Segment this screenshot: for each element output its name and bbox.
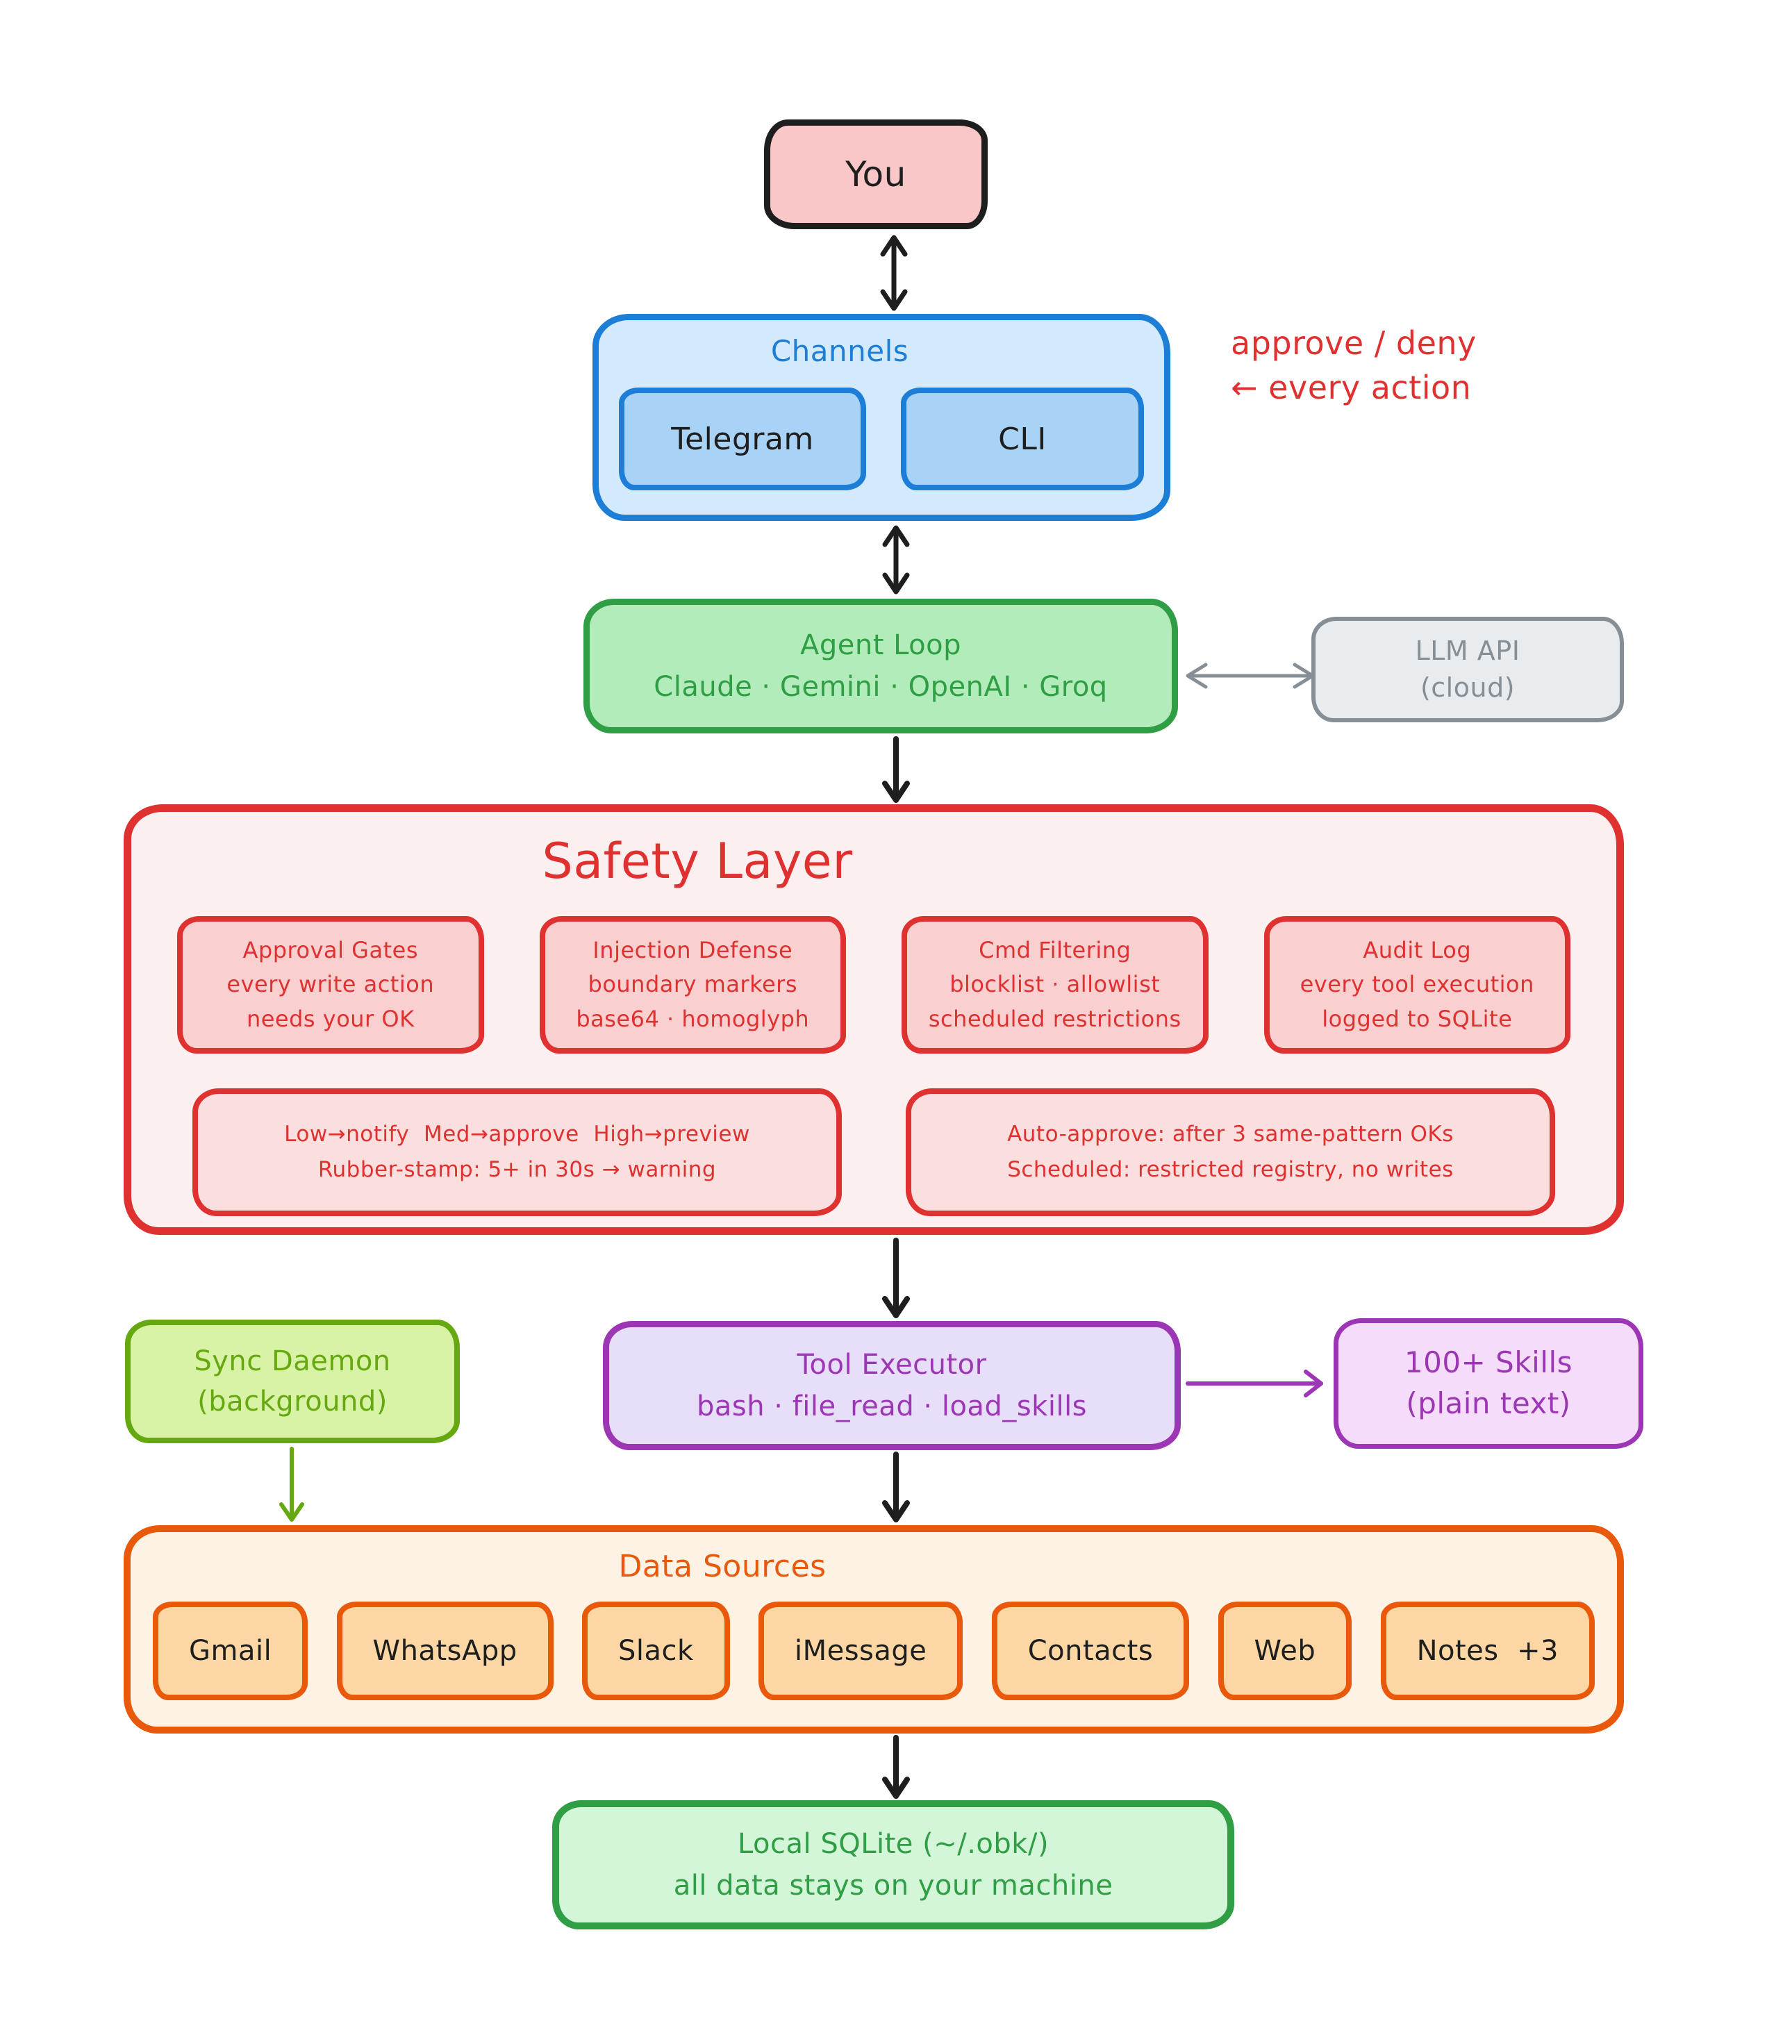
card-line: every tool execution [1300,971,1534,998]
safety-card-injection-defense: Injection Defense boundary markers base6… [539,916,846,1054]
card-line: Approval Gates [242,936,418,963]
data-sources-row: Gmail WhatsApp Slack iMessage Contacts W… [153,1602,1595,1700]
skills-line-2: (plain text) [1406,1386,1571,1420]
card-line: every write action [226,971,435,998]
safety-notes-row: Low→notify Med→approve High→preview Rubb… [131,1088,1616,1216]
data-source-chip-label: Slack [617,1635,694,1667]
arrow-agent-llm [1181,654,1320,697]
sync-daemon-line-2: (background) [197,1386,388,1418]
channel-item-telegram-label: Telegram [671,421,814,457]
llm-api-node: LLM API (cloud) [1311,617,1624,722]
safety-note-auto-approve: Auto-approve: after 3 same-pattern OKs S… [906,1088,1555,1216]
safety-cards-row: Approval Gates every write action needs … [131,916,1616,1054]
card-line: needs your OK [246,1005,415,1032]
tool-executor-subtitle: bash · file_read · load_skills [696,1390,1088,1422]
data-source-chip-label: iMessage [794,1635,927,1667]
card-line: Audit Log [1363,936,1472,963]
annotation-approve-deny: approve / deny ← every action [1231,321,1592,410]
safety-layer-node: Safety Layer Approval Gates every write … [124,804,1624,1235]
you-node: You [764,119,988,229]
agent-loop-title: Agent Loop [799,629,962,661]
card-line: blocklist · allowlist [949,971,1161,998]
tool-executor-title: Tool Executor [797,1349,987,1381]
data-source-chip-label: Notes +3 [1416,1635,1559,1667]
data-source-chip-slack: Slack [581,1602,730,1700]
data-source-chip-label: Gmail [189,1635,272,1667]
channel-item-cli-label: CLI [998,421,1047,457]
annotation-line-1: approve / deny [1231,324,1477,362]
card-line: scheduled restrictions [928,1005,1181,1032]
safety-card-audit-log: Audit Log every tool execution logged to… [1263,916,1570,1054]
channel-item-cli: CLI [901,388,1144,490]
arrow-sync-data [271,1446,313,1525]
note-line: Rubber-stamp: 5+ in 30s → warning [317,1157,717,1182]
card-line: logged to SQLite [1322,1005,1513,1032]
data-source-chip-whatsapp: WhatsApp [336,1602,554,1700]
data-source-chip-gmail: Gmail [153,1602,308,1700]
data-source-chip-contacts: Contacts [991,1602,1190,1700]
agent-loop-node: Agent Loop Claude · Gemini · OpenAI · Gr… [583,599,1178,733]
data-source-chip-notes: Notes +3 [1380,1602,1595,1700]
llm-api-line-1: LLM API [1415,635,1520,666]
channels-title: Channels [770,334,909,368]
tool-executor-node: Tool Executor bash · file_read · load_sk… [603,1321,1181,1450]
card-line: Cmd Filtering [979,936,1131,963]
safety-card-approval-gates: Approval Gates every write action needs … [177,916,484,1054]
local-sqlite-node: Local SQLite (~/.obk/) all data stays on… [552,1800,1234,1929]
skills-node: 100+ Skills (plain text) [1334,1318,1643,1449]
note-line: Low→notify Med→approve High→preview [284,1121,750,1147]
arrow-agent-safety [874,736,918,804]
note-line: Scheduled: restricted registry, no write… [1007,1157,1454,1182]
safety-note-approval-levels: Low→notify Med→approve High→preview Rubb… [192,1088,842,1216]
arrow-safety-tool [874,1238,918,1320]
data-sources-title: Data Sources [618,1549,827,1584]
annotation-line-2: ← every action [1231,369,1472,407]
note-line: Auto-approve: after 3 same-pattern OKs [1007,1121,1454,1147]
sync-daemon-line-1: Sync Daemon [194,1345,391,1377]
arrow-you-channels [872,232,916,314]
local-sqlite-line-2: all data stays on your machine [673,1870,1113,1902]
llm-api-line-2: (cloud) [1420,672,1516,703]
data-sources-node: Data Sources Gmail WhatsApp Slack iMessa… [124,1525,1624,1734]
card-line: base64 · homoglyph [576,1005,810,1032]
card-line: Injection Defense [592,936,793,963]
you-label: You [845,154,906,194]
local-sqlite-line-1: Local SQLite (~/.obk/) [737,1828,1050,1860]
channels-row: Telegram CLI [619,388,1144,490]
data-source-chip-web: Web [1218,1602,1352,1700]
channel-item-telegram: Telegram [619,388,866,490]
agent-loop-subtitle: Claude · Gemini · OpenAI · Groq [654,671,1108,703]
data-source-chip-label: Web [1254,1635,1316,1667]
safety-card-cmd-filtering: Cmd Filtering blocklist · allowlist sche… [902,916,1209,1054]
safety-layer-title: Safety Layer [542,833,853,890]
arrow-tool-skills [1182,1363,1334,1404]
arrow-data-sqlite [874,1735,918,1800]
sync-daemon-node: Sync Daemon (background) [125,1320,460,1443]
arrow-channels-agent [874,522,918,597]
skills-line-1: 100+ Skills [1404,1345,1573,1380]
data-source-chip-imessage: iMessage [758,1602,963,1700]
data-source-chip-label: Contacts [1027,1635,1154,1667]
data-source-chip-label: WhatsApp [372,1635,517,1667]
card-line: boundary markers [588,971,797,998]
arrow-tool-data [874,1452,918,1524]
channels-node: Channels Telegram CLI [592,314,1170,521]
